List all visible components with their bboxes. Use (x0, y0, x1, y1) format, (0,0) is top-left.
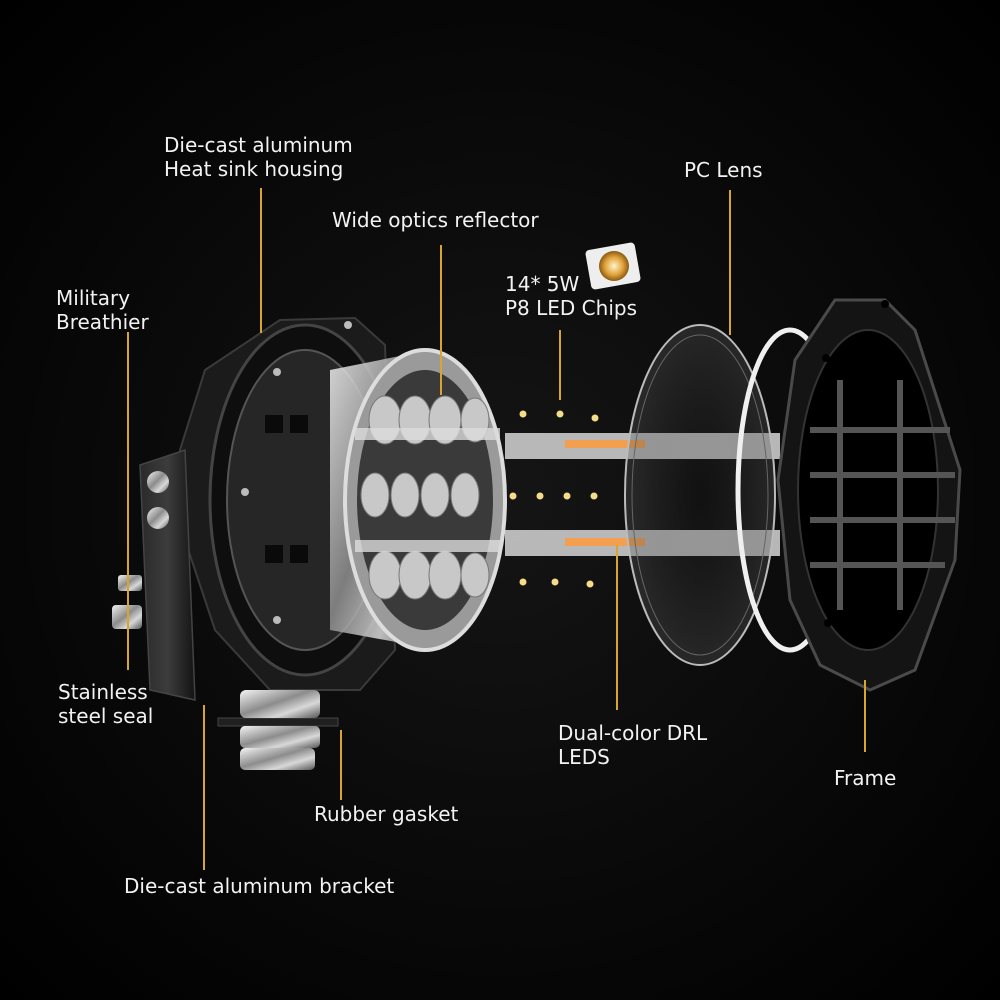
label-drl-line1: Dual-color DRL (558, 721, 708, 745)
label-housing: Die-cast aluminum Heat sink housing (164, 133, 353, 181)
label-seal-line1: Stainless (58, 680, 148, 704)
leader-breather (127, 332, 129, 670)
label-frame-text: Frame (834, 766, 897, 790)
label-pc-lens-text: PC Lens (684, 158, 763, 182)
leader-gasket (340, 730, 342, 800)
leader-pc-lens (729, 190, 731, 335)
label-chips: 14* 5W P8 LED Chips (505, 272, 637, 320)
front-frame (776, 298, 962, 692)
label-frame: Frame (834, 766, 896, 790)
label-gasket-text: Rubber gasket (314, 802, 459, 826)
label-drl-line2: LEDS (558, 745, 610, 769)
label-housing-line2: Heat sink housing (164, 157, 344, 181)
led-chip-icon (585, 242, 641, 290)
leader-housing (260, 188, 262, 333)
label-reflector: Wide optics reflector (332, 208, 539, 232)
label-bracket: Die-cast aluminum bracket (124, 874, 394, 898)
label-bracket-text: Die-cast aluminum bracket (124, 874, 395, 898)
led-chips-array (509, 410, 599, 588)
label-pc-lens: PC Lens (684, 158, 763, 182)
label-seal: Stainless steel seal (58, 680, 153, 728)
label-breather-line1: Military (56, 286, 131, 310)
leader-chips (559, 330, 561, 400)
label-drl: Dual-color DRL LEDS (558, 721, 707, 769)
leader-bracket (203, 705, 205, 870)
wide-optics-reflector (330, 348, 507, 652)
label-seal-line2: steel seal (58, 704, 154, 728)
leader-drl (616, 545, 618, 710)
label-breather: Military Breathier (56, 286, 149, 334)
pc-lens (624, 324, 776, 666)
label-reflector-text: Wide optics reflector (332, 208, 539, 232)
leader-frame (864, 680, 866, 752)
rubber-gasket-bolts (217, 690, 339, 770)
leader-reflector (440, 245, 442, 395)
label-housing-line1: Die-cast aluminum (164, 133, 353, 157)
label-gasket: Rubber gasket (314, 802, 458, 826)
mounting-bracket (112, 448, 196, 701)
label-chips-line1: 14* 5W (505, 272, 580, 296)
label-breather-line2: Breathier (56, 310, 149, 334)
label-chips-line2: P8 LED Chips (505, 296, 637, 320)
